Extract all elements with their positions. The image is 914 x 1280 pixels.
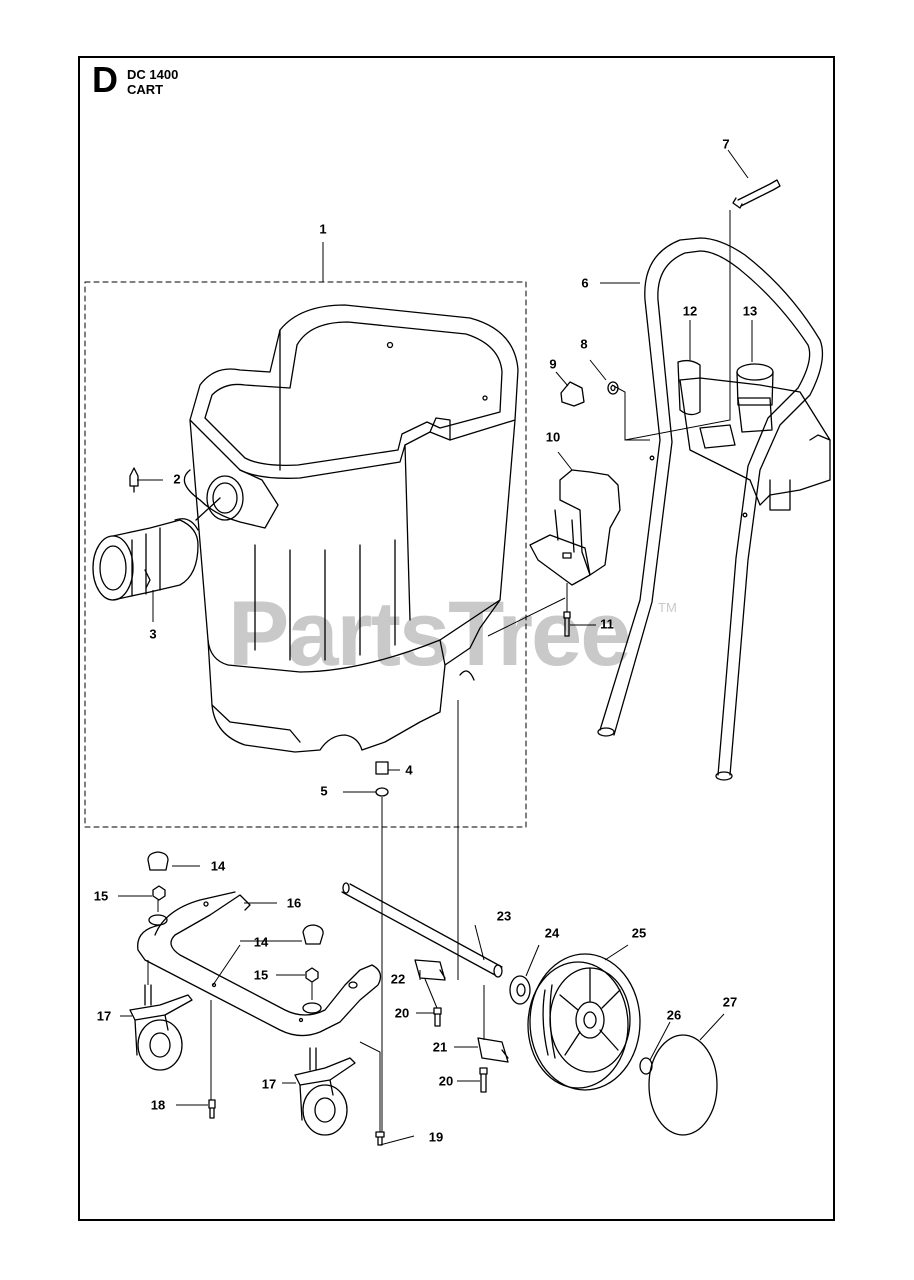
spacer-part bbox=[516, 983, 526, 997]
callout-25: 25 bbox=[631, 925, 647, 941]
callout-27: 27 bbox=[722, 994, 738, 1010]
spacer-part bbox=[509, 975, 531, 1005]
callout-19: 19 bbox=[428, 1129, 444, 1145]
hose-adapter-part bbox=[92, 467, 199, 601]
clamp-bracket-part bbox=[529, 469, 621, 586]
callout-17-left: 17 bbox=[96, 1008, 112, 1024]
cap-nut-part bbox=[560, 381, 619, 407]
nut-part bbox=[152, 885, 166, 901]
screw-part bbox=[479, 1067, 488, 1093]
wheel-part bbox=[527, 953, 641, 1091]
bolt-part bbox=[208, 1099, 216, 1119]
callout-23: 23 bbox=[496, 908, 512, 924]
callout-10: 10 bbox=[545, 429, 561, 445]
callout-24: 24 bbox=[544, 925, 560, 941]
callout-17-right: 17 bbox=[261, 1076, 277, 1092]
diagram-title: CART bbox=[127, 82, 164, 97]
callout-20-top: 20 bbox=[394, 1005, 410, 1021]
nut-part bbox=[305, 967, 319, 983]
container-part bbox=[183, 304, 519, 753]
callout-4: 4 bbox=[405, 762, 413, 778]
clip-part bbox=[414, 959, 446, 981]
axle-part bbox=[341, 882, 503, 978]
bolt-part bbox=[732, 179, 781, 209]
cap-part bbox=[147, 851, 169, 871]
callout-21: 21 bbox=[432, 1039, 448, 1055]
caster-part bbox=[129, 984, 193, 1071]
callout-22: 22 bbox=[390, 971, 406, 987]
diagram-header: DC 1400 CART bbox=[127, 67, 178, 97]
handle-part bbox=[597, 237, 824, 781]
cart-frame-part bbox=[137, 891, 382, 1037]
callout-14-top: 14 bbox=[210, 858, 226, 874]
screw-part bbox=[563, 611, 571, 637]
callout-18: 18 bbox=[150, 1097, 166, 1113]
callout-11: 11 bbox=[600, 616, 614, 632]
callout-20-bottom: 20 bbox=[438, 1073, 454, 1089]
model-name: DC 1400 bbox=[127, 67, 179, 82]
plug-part bbox=[375, 761, 389, 775]
callout-15-top: 15 bbox=[93, 888, 109, 904]
screw-part bbox=[433, 1007, 442, 1027]
callout-16: 16 bbox=[286, 895, 302, 911]
callout-1: 1 bbox=[319, 221, 327, 237]
bolt-part bbox=[375, 1131, 385, 1146]
leader-lines bbox=[118, 149, 753, 1146]
washer-part bbox=[375, 787, 389, 797]
callout-9: 9 bbox=[549, 356, 557, 372]
callout-12: 12 bbox=[682, 303, 698, 319]
callout-2: 2 bbox=[173, 471, 181, 487]
handle-bracket-part bbox=[677, 359, 831, 511]
callout-14-mid: 14 bbox=[253, 934, 269, 950]
section-letter: D bbox=[92, 59, 118, 100]
callout-5: 5 bbox=[320, 783, 328, 799]
hub-cap-part bbox=[648, 1034, 718, 1136]
watermark: PartsTree bbox=[228, 583, 631, 685]
watermark-trademark: TM bbox=[658, 600, 677, 615]
callout-3: 3 bbox=[149, 626, 157, 642]
callout-26: 26 bbox=[666, 1007, 682, 1023]
callout-15-mid: 15 bbox=[253, 967, 269, 983]
callout-6: 6 bbox=[581, 275, 589, 291]
clip-part bbox=[477, 1037, 509, 1063]
callout-7: 7 bbox=[722, 136, 730, 152]
assembly-group-box bbox=[84, 281, 527, 828]
callout-13: 13 bbox=[742, 303, 758, 319]
diagram-frame bbox=[78, 56, 835, 1221]
cap-part bbox=[302, 924, 324, 945]
caster-part bbox=[294, 1047, 356, 1136]
callout-8: 8 bbox=[580, 336, 588, 352]
